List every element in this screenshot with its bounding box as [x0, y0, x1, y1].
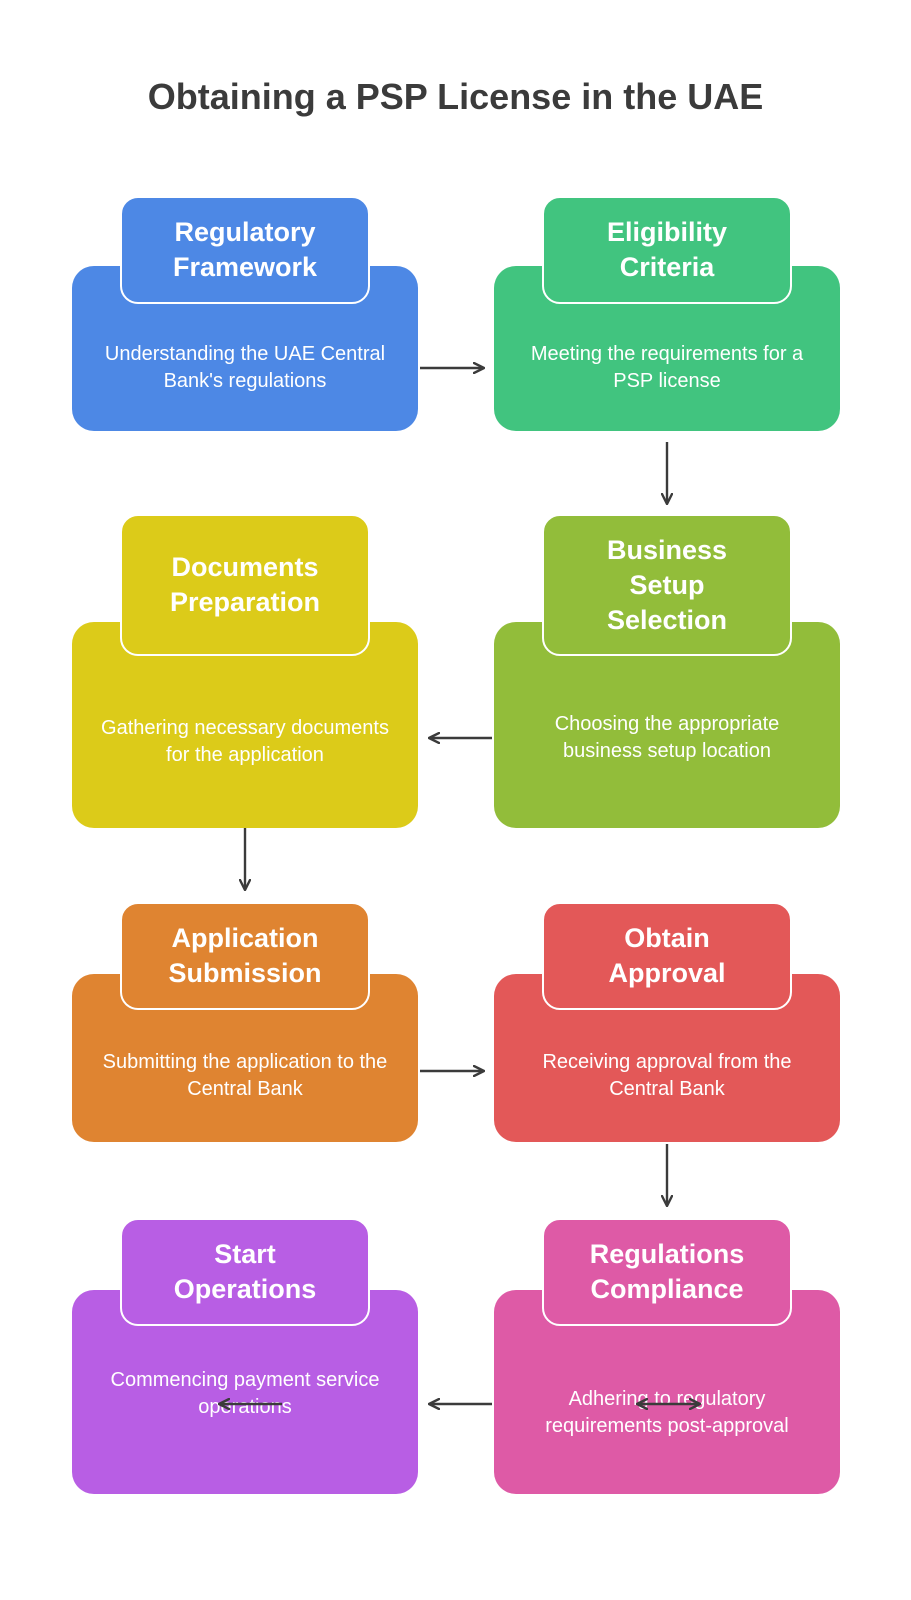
step-description-text: Understanding the UAE Central Bank's reg…: [104, 342, 386, 392]
step-description-text: Choosing the appropriate business setup …: [554, 713, 780, 762]
step-description: Adhering to regulatory requirements post…: [494, 1358, 840, 1468]
step-description-text: Receiving approval from the Central Bank: [542, 1051, 792, 1100]
step-title: Start Operations: [120, 1218, 370, 1326]
step-title: Regulations Compliance: [542, 1218, 792, 1326]
step-title: Obtain Approval: [542, 902, 792, 1010]
step-title: Regulatory Framework: [120, 196, 370, 304]
step-title: Documents Preparation: [120, 514, 370, 656]
step-card-body: [494, 622, 840, 828]
step-description: Receiving approval from the Central Bank: [494, 1010, 840, 1142]
page-title: Obtaining a PSP License in the UAE: [147, 76, 764, 117]
step-card-body: [72, 622, 418, 828]
step-description-text: Meeting the requirements for a PSP licen…: [530, 342, 804, 392]
step-description-text: Gathering necessary documents for the ap…: [101, 717, 389, 766]
step-description: Submitting the application to the Centra…: [72, 1010, 418, 1142]
step-title: Business Setup Selection: [542, 514, 792, 656]
step-description-text: Submitting the application to the Centra…: [102, 1051, 388, 1100]
step-description: Meeting the requirements for a PSP licen…: [494, 304, 840, 431]
step-description: Choosing the appropriate business setup …: [494, 656, 840, 820]
step-description-text: Commencing payment service operations: [110, 1369, 380, 1418]
step-description: Understanding the UAE Central Bank's reg…: [72, 304, 418, 431]
step-description: Gathering necessary documents for the ap…: [72, 656, 418, 828]
step-title: Eligibility Criteria: [542, 196, 792, 304]
step-description: Commencing payment service operations: [72, 1350, 418, 1438]
step-title: Application Submission: [120, 902, 370, 1010]
step-description-text: Adhering to regulatory requirements post…: [545, 1388, 789, 1437]
